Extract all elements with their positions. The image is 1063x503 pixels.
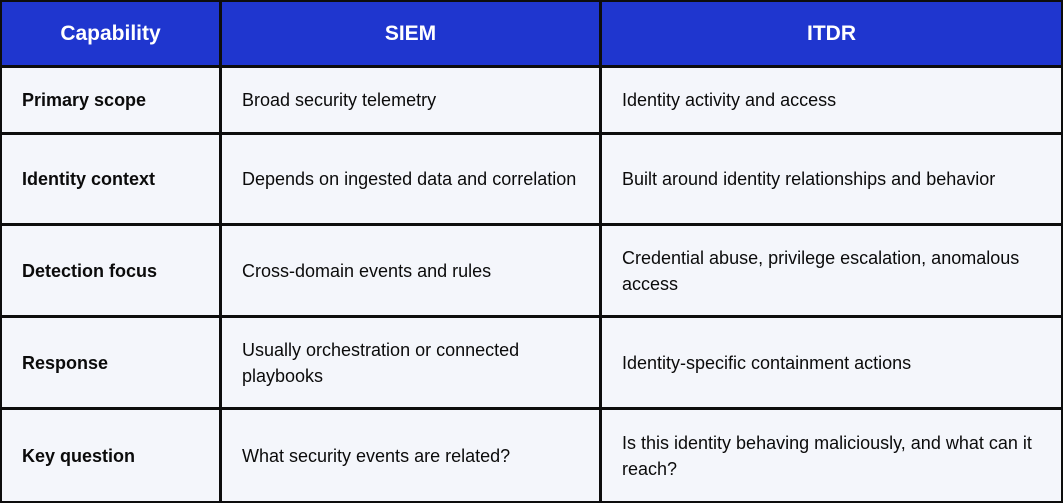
cell-siem-key-question: What security events are related? [222, 410, 602, 503]
cell-itdr-key-question: Is this identity behaving maliciously, a… [602, 410, 1063, 503]
header-siem: SIEM [222, 0, 602, 68]
row-label-identity-context: Identity context [0, 135, 222, 226]
row-label-primary-scope: Primary scope [0, 68, 222, 135]
cell-siem-identity-context: Depends on ingested data and correlation [222, 135, 602, 226]
row-label-detection-focus: Detection focus [0, 226, 222, 318]
row-label-response: Response [0, 318, 222, 410]
row-label-key-question: Key question [0, 410, 222, 503]
header-itdr: ITDR [602, 0, 1063, 68]
cell-siem-detection-focus: Cross-domain events and rules [222, 226, 602, 318]
cell-itdr-primary-scope: Identity activity and access [602, 68, 1063, 135]
cell-itdr-detection-focus: Credential abuse, privilege escalation, … [602, 226, 1063, 318]
header-capability: Capability [0, 0, 222, 68]
cell-itdr-response: Identity-specific containment actions [602, 318, 1063, 410]
cell-siem-primary-scope: Broad security telemetry [222, 68, 602, 135]
cell-siem-response: Usually orchestration or connected playb… [222, 318, 602, 410]
cell-itdr-identity-context: Built around identity relationships and … [602, 135, 1063, 226]
